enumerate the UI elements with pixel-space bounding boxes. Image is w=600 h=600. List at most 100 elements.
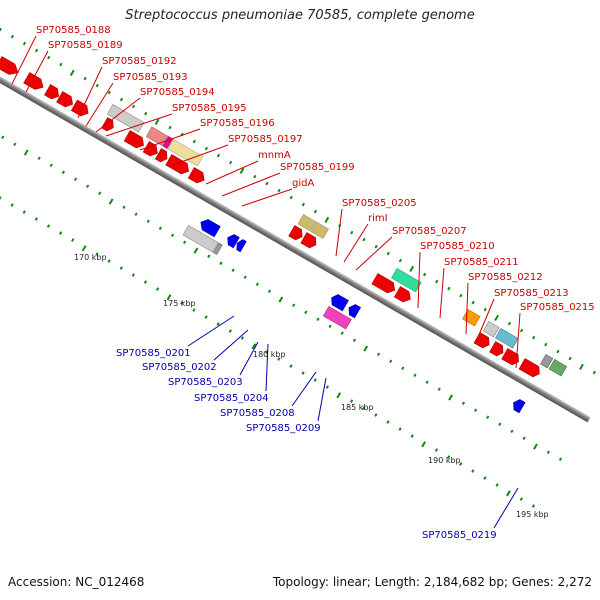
gene-label[interactable]: SP70585_0205: [342, 198, 417, 209]
gene-label[interactable]: SP70585_0192: [102, 56, 177, 67]
gene-box[interactable]: [310, 221, 329, 239]
scale-tick: [519, 328, 524, 333]
scale-tick: [461, 401, 466, 406]
scale-tick: [22, 41, 27, 46]
gene-label[interactable]: SP70585_0210: [420, 241, 495, 252]
gene-box[interactable]: [462, 309, 481, 327]
scale-tick: [519, 497, 523, 501]
scale-tick: [498, 422, 502, 427]
gene-label[interactable]: SP70585_0213: [494, 288, 569, 299]
label-leader-line: [169, 144, 229, 167]
label-leader-line: [335, 208, 343, 257]
scale-tick: [180, 301, 184, 305]
gene-label[interactable]: SP70585_0188: [36, 25, 111, 36]
gene-arrow[interactable]: [198, 217, 221, 238]
scale-tick: [81, 245, 87, 252]
gene-box[interactable]: [145, 126, 168, 146]
scale-tick: [324, 216, 330, 223]
scale-tick: [265, 181, 269, 186]
gene-arrow[interactable]: [123, 130, 146, 151]
gene-arrow[interactable]: [300, 232, 319, 250]
gene-label[interactable]: SP70585_0211: [444, 257, 519, 268]
scale-tick: [204, 315, 208, 319]
scale-tick: [546, 450, 550, 455]
scale-tick: [486, 415, 490, 420]
gene-box[interactable]: [167, 139, 204, 167]
label-leader-line: [239, 341, 259, 376]
gene-box[interactable]: [540, 354, 554, 369]
gene-label[interactable]: mnmA: [258, 150, 291, 161]
scale-tick: [434, 448, 439, 452]
gene-box[interactable]: [297, 214, 316, 232]
scale-tick: [168, 125, 172, 130]
scale-tick: [228, 329, 232, 333]
scale-tick: [328, 324, 332, 329]
gene-label[interactable]: SP70585_0201: [116, 348, 191, 359]
gene-label[interactable]: SP70585_0197: [228, 134, 303, 145]
gene-arrow[interactable]: [187, 167, 207, 186]
scale-tick: [362, 406, 366, 410]
gene-label[interactable]: rimI: [368, 213, 388, 224]
tick-row-bottom: [0, 196, 536, 508]
gene-label[interactable]: SP70585_0207: [392, 226, 467, 237]
gene-arrow[interactable]: [44, 84, 61, 102]
gene-label[interactable]: SP70585_0199: [280, 162, 355, 173]
gene-box[interactable]: [322, 306, 352, 330]
gene-arrow[interactable]: [288, 225, 305, 242]
bottom-strand-cds-lane: [182, 225, 352, 330]
scale-tick: [1, 135, 5, 140]
gene-label[interactable]: SP70585_0189: [48, 40, 123, 51]
gene-label[interactable]: SP70585_0194: [140, 87, 215, 98]
gene-arrow[interactable]: [518, 358, 542, 379]
gene-label[interactable]: SP70585_0202: [142, 362, 217, 373]
scale-tick: [325, 385, 329, 389]
scale-tick: [277, 188, 281, 193]
gene-arrow[interactable]: [346, 302, 361, 319]
scale-tick: [495, 483, 499, 487]
gene-label[interactable]: SP70585_0208: [220, 408, 295, 419]
gene-label[interactable]: SP70585_0203: [168, 377, 243, 388]
scale-tick: [447, 286, 451, 291]
gene-label[interactable]: SP70585_0204: [194, 393, 269, 404]
genome-backbone: [0, 37, 591, 423]
gene-box[interactable]: [548, 359, 568, 377]
gene-box[interactable]: [391, 268, 422, 293]
gene-arrow[interactable]: [0, 56, 21, 78]
gene-box[interactable]: [212, 242, 223, 255]
gene-arrow[interactable]: [371, 273, 398, 296]
gene-label[interactable]: gidA: [292, 178, 314, 189]
gene-label[interactable]: SP70585_0219: [422, 530, 497, 541]
gene-label[interactable]: SP70585_0209: [246, 423, 321, 434]
gene-box[interactable]: [482, 321, 500, 338]
gene-arrow[interactable]: [234, 238, 247, 253]
scale-tick: [301, 371, 305, 375]
gene-label[interactable]: SP70585_0193: [113, 72, 188, 83]
gene-box[interactable]: [494, 328, 519, 349]
gene-label[interactable]: SP70585_0195: [172, 103, 247, 114]
gene-arrow[interactable]: [56, 91, 76, 110]
gene-arrow[interactable]: [501, 348, 522, 367]
gene-arrow[interactable]: [510, 397, 526, 414]
gene-label[interactable]: SP70585_0196: [200, 118, 275, 129]
gene-arrow[interactable]: [165, 154, 192, 177]
gene-arrow[interactable]: [393, 286, 413, 305]
gene-arrow[interactable]: [23, 72, 46, 93]
scale-tick: [207, 254, 211, 259]
gene-arrow[interactable]: [154, 148, 170, 164]
gene-label[interactable]: SP70585_0215: [520, 302, 595, 313]
map-title: Streptococcus pneumoniae 70585, complete…: [125, 8, 475, 23]
gene-arrow[interactable]: [225, 232, 240, 249]
gene-box[interactable]: [182, 225, 219, 253]
gene-arrow[interactable]: [70, 99, 91, 118]
gene-arrow[interactable]: [329, 292, 349, 312]
scale-tick: [154, 118, 160, 125]
scale-tick: [278, 296, 284, 303]
scale-tick: [144, 111, 148, 116]
gene-box[interactable]: [106, 104, 145, 133]
scale-tick: [398, 427, 402, 431]
gene-arrow[interactable]: [489, 341, 506, 358]
gene-arrow[interactable]: [101, 117, 117, 133]
gene-label[interactable]: SP70585_0212: [468, 272, 543, 283]
scale-tick: [483, 307, 487, 312]
